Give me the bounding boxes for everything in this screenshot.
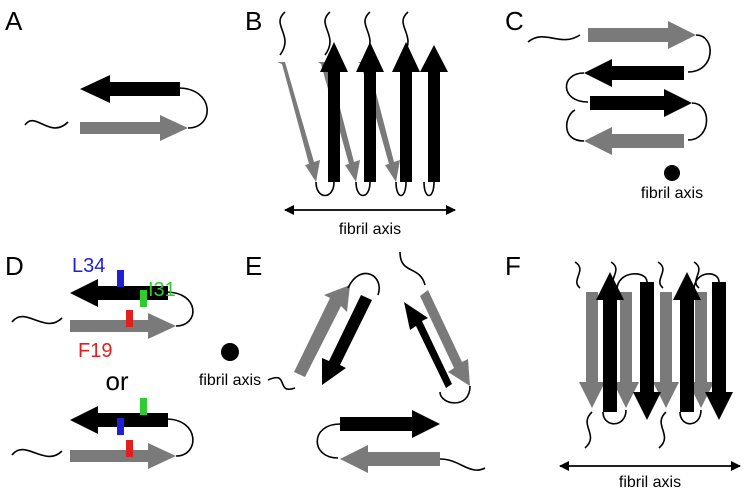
panel-b-stack <box>277 11 456 215</box>
panel-letter-f: F <box>505 251 521 281</box>
panel-d-fibril-axis-label: fibril axis <box>199 372 261 389</box>
panel-b-fibril-axis-label: fibril axis <box>339 221 401 238</box>
f19-marker-top <box>126 310 133 327</box>
residue-label-l34: L34 <box>72 255 105 277</box>
panel-d-top-hairpin <box>11 270 194 339</box>
panel-c-stack <box>527 21 711 181</box>
panel-a-hairpin <box>24 75 208 141</box>
residue-label-i31: I31 <box>148 279 176 301</box>
panel-letter-b: B <box>245 6 262 36</box>
panel-c-fibril-axis-label: fibril axis <box>641 185 703 202</box>
i31-marker-top <box>140 290 147 307</box>
i31-marker-bottom <box>140 398 147 415</box>
f19-marker-bottom <box>126 440 133 457</box>
l34-marker-bottom <box>117 418 124 435</box>
panel-letter-d: D <box>5 251 24 281</box>
panel-d-bottom-hairpin <box>11 398 194 469</box>
l34-marker-top <box>117 270 124 287</box>
panel-letter-e: E <box>245 251 262 281</box>
panel-letter-c: C <box>505 6 524 36</box>
panel-d-fibril-axis-dot <box>221 343 239 361</box>
panel-f-fibril-axis-label: fibril axis <box>619 474 681 491</box>
panel-f-stack <box>559 261 741 471</box>
panel-e-triangle <box>267 251 486 473</box>
or-label: or <box>105 366 128 396</box>
residue-label-f19: F19 <box>78 340 112 362</box>
panel-letter-a: A <box>5 6 23 36</box>
